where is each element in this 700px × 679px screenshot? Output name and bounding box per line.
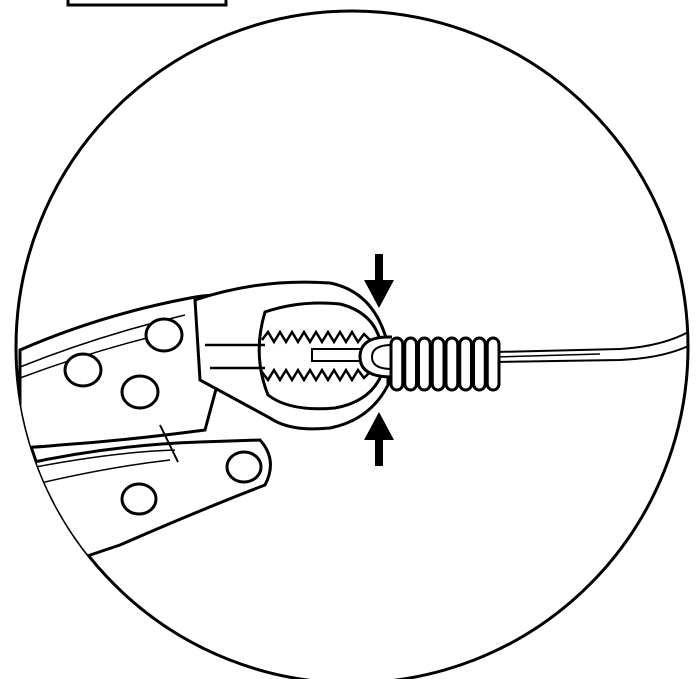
wire-coil [391,338,499,390]
handle-rivet-4 [227,452,261,482]
coil-turn [460,338,472,390]
label-box [68,0,226,5]
handle-rivet-2 [65,354,101,386]
coil-turn [474,338,486,390]
coil-turn [446,338,458,390]
crimp-loop [360,337,392,377]
coil-turn [432,338,444,390]
coil-turn [391,338,403,390]
handle-rivet-1 [146,319,182,351]
coil-turn [405,338,417,390]
coil-turn [419,338,431,390]
handle-rivet-5 [122,484,156,514]
handle-rivet-3 [122,376,158,408]
coil-turn [487,338,499,390]
